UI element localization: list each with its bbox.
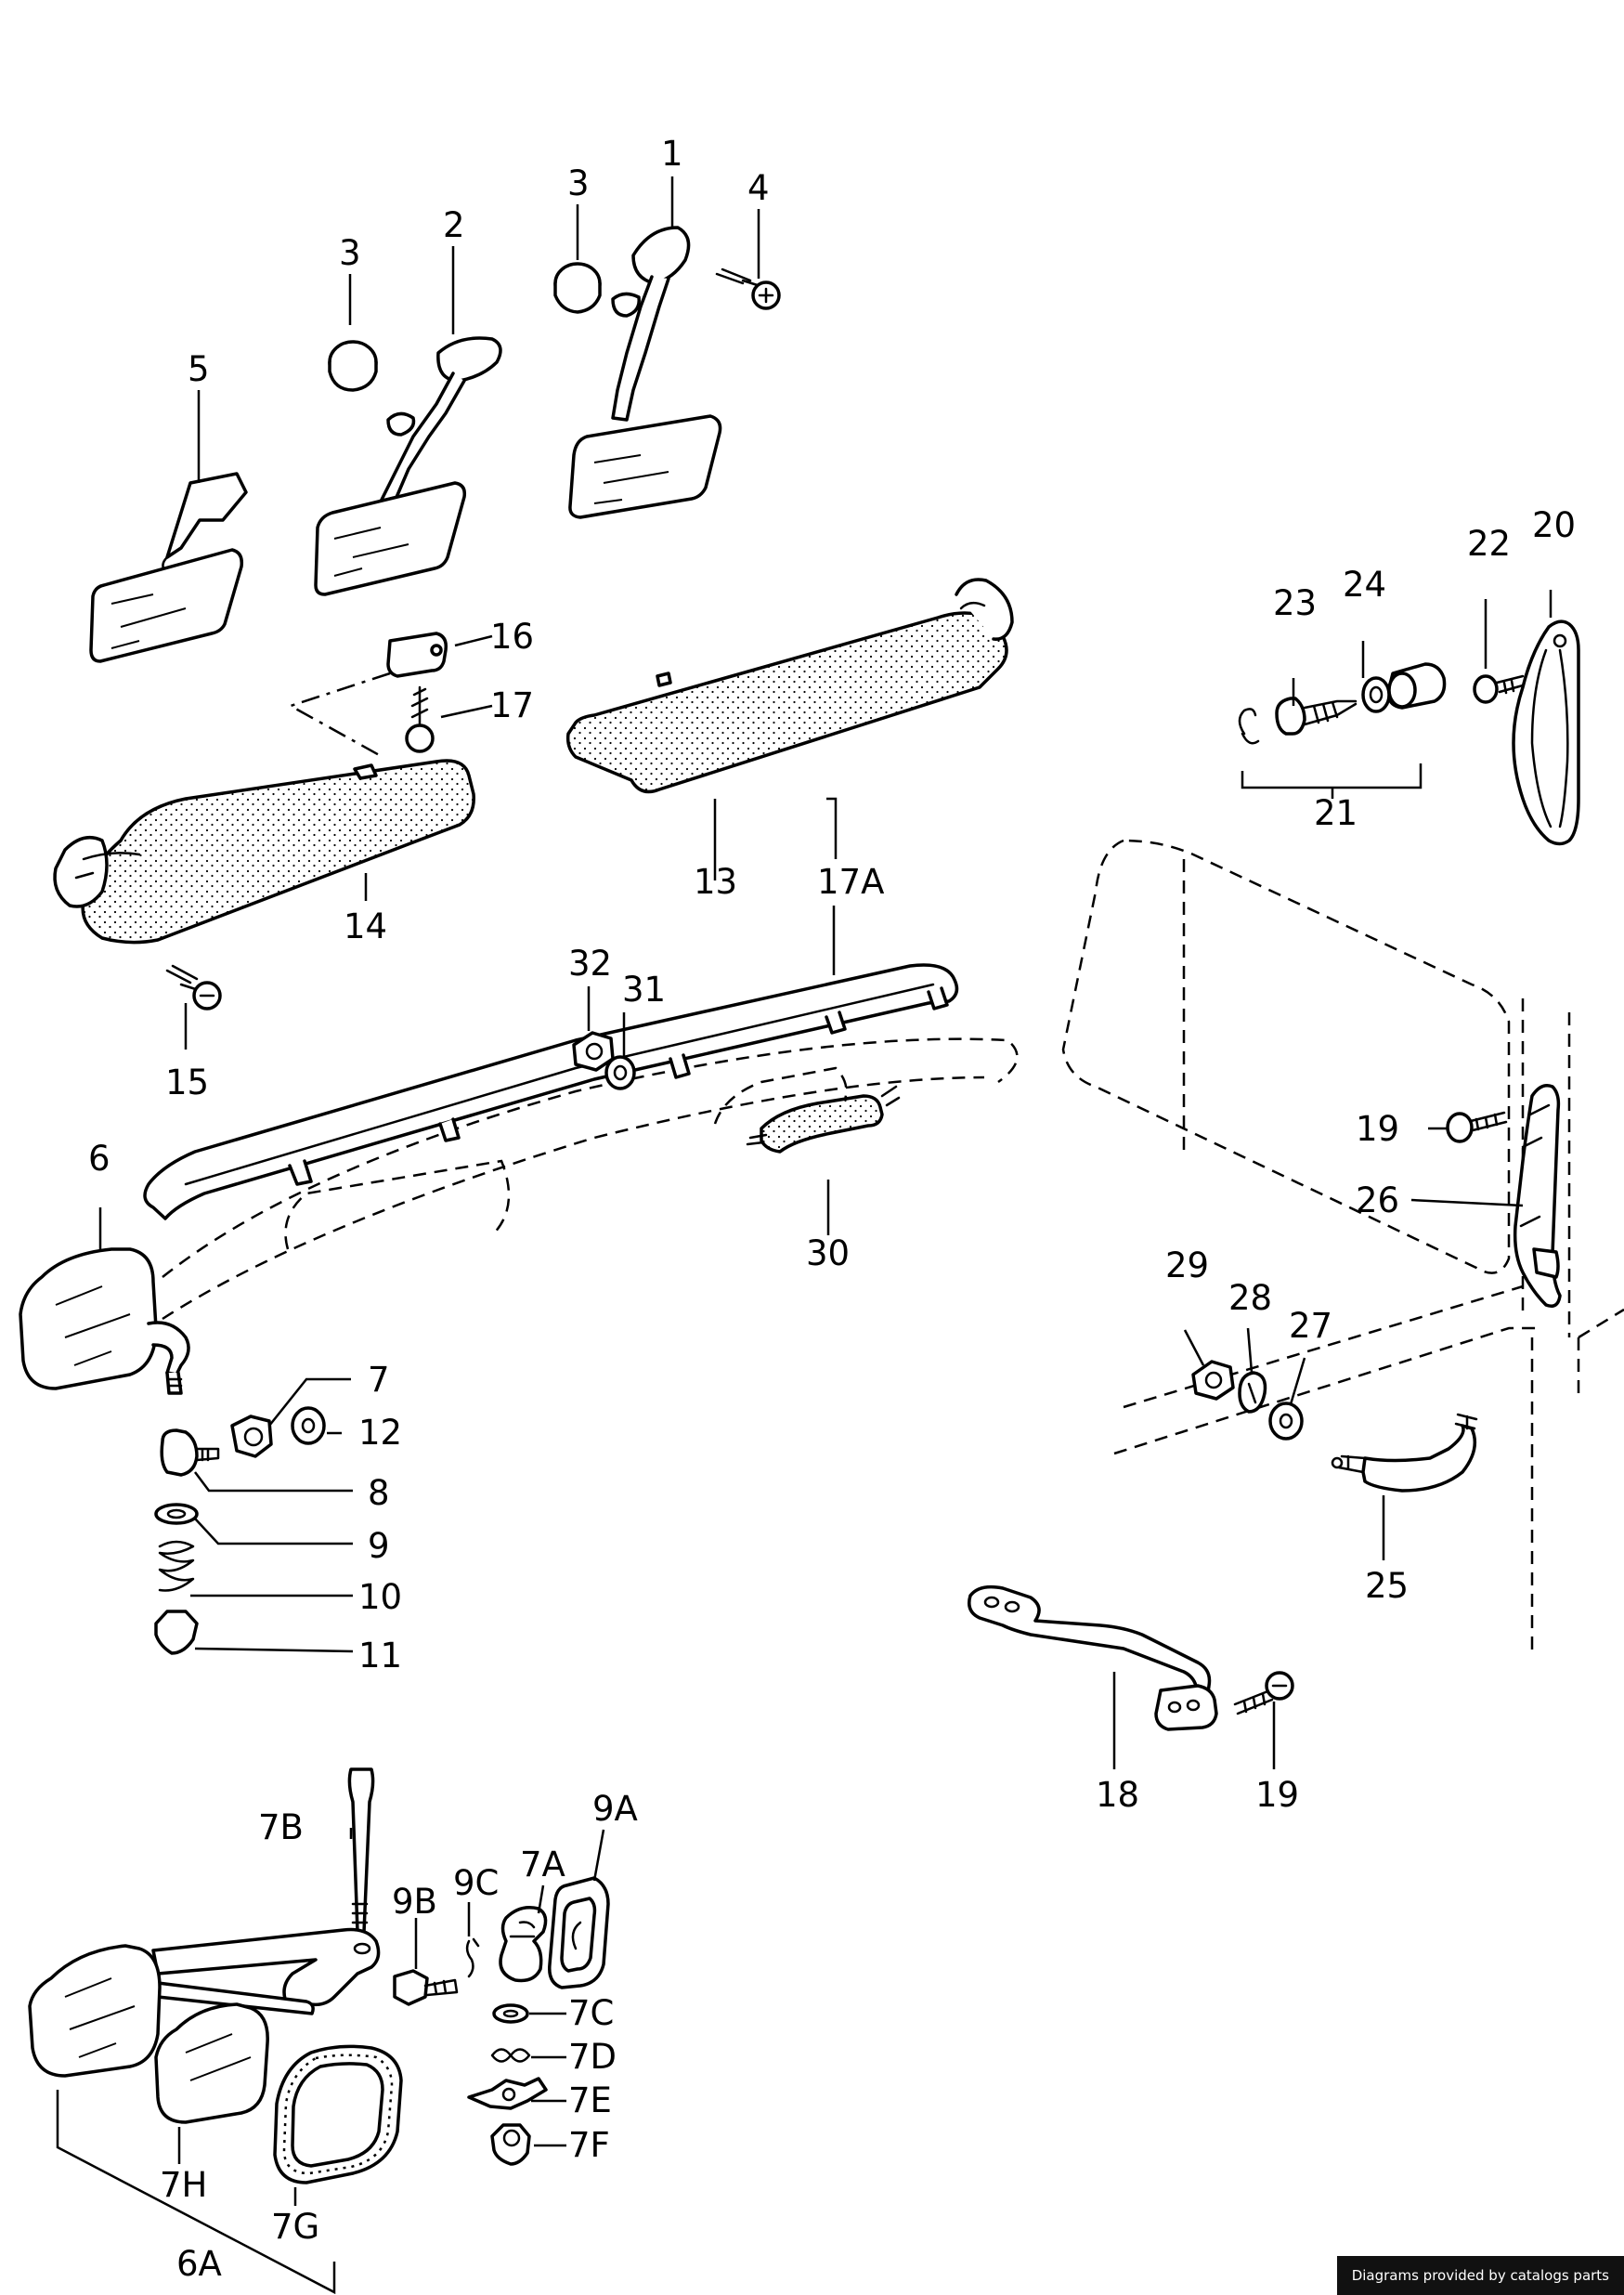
callout-7E: 7E (568, 2080, 612, 2120)
mounting-bolt-8 (160, 1428, 220, 1477)
rear-view-mirror-1 (568, 226, 722, 519)
callout-23: 23 (1273, 583, 1317, 623)
callout-13: 13 (694, 862, 737, 902)
spring-10 (158, 1540, 195, 1592)
callout-24: 24 (1343, 565, 1386, 605)
callout-19: 19 (1356, 1109, 1399, 1149)
callout-labels: 1 2 3 3 4 5 6 6A 7 7A 7B 7C 7D 7E 7F 7G … (88, 134, 1576, 2284)
screw-15 (165, 964, 222, 1011)
rubber-bushing-3 (328, 262, 602, 392)
rear-view-mirror-5 (89, 472, 248, 663)
assist-handle-18 (968, 1584, 1218, 1731)
callout-9B: 9B (392, 1882, 437, 1922)
bolt-9B (393, 1969, 459, 2006)
callout-7F: 7F (568, 2125, 610, 2165)
callout-32: 32 (568, 944, 612, 984)
clip-9C (465, 1937, 480, 1978)
screw-22 (1473, 674, 1525, 704)
exterior-mirror-6A (28, 1944, 162, 2078)
callout-3: 3 (567, 163, 590, 203)
callout-4: 4 (747, 168, 770, 208)
callout-30: 30 (806, 1233, 850, 1273)
callout-27: 27 (1289, 1306, 1332, 1346)
callout-7A: 7A (520, 1845, 565, 1884)
sun-visor-13 (565, 578, 1014, 794)
exterior-mirror-6 (19, 1247, 190, 1395)
grab-handle-30 (746, 1085, 901, 1154)
washer-7C (492, 2003, 529, 2024)
callout-11: 11 (358, 1636, 402, 1676)
gasket-9A (548, 1876, 610, 1989)
callout-10: 10 (358, 1577, 402, 1617)
callout-26: 26 (1356, 1180, 1399, 1220)
spacer-bushing-21 (1386, 662, 1447, 710)
callout-8: 8 (368, 1473, 390, 1513)
roof-rail-17A (143, 963, 959, 1220)
callout-31: 31 (622, 970, 666, 1010)
washer-24 (1361, 676, 1391, 713)
coat-hook-strap-20 (1512, 619, 1580, 846)
cap-nut-7F (490, 2123, 531, 2166)
screw-19-door (1446, 1111, 1508, 1143)
callout-29: 29 (1165, 1245, 1209, 1285)
callout-18: 18 (1096, 1775, 1139, 1815)
callout-7: 7 (368, 1360, 390, 1400)
callout-17A: 17A (817, 862, 884, 902)
screw-4 (715, 267, 781, 310)
mirror-mount-7 (230, 1415, 273, 1458)
callout-14: 14 (344, 906, 387, 946)
spring-washer-7D (490, 2048, 531, 2063)
callout-7G: 7G (271, 2207, 319, 2247)
nut-29 (1191, 1360, 1235, 1401)
callout-9: 9 (368, 1526, 390, 1566)
callout-19: 19 (1255, 1775, 1299, 1815)
callout-12: 12 (358, 1413, 402, 1453)
callout-16: 16 (490, 617, 534, 657)
callout-5: 5 (188, 349, 210, 389)
callout-7H: 7H (160, 2165, 207, 2205)
cap-nut-11 (154, 1610, 199, 1655)
callout-7D: 7D (568, 2037, 617, 2077)
callout-1: 1 (661, 134, 683, 174)
callout-9A: 9A (592, 1789, 638, 1829)
sun-visor-14 (53, 759, 475, 945)
rear-view-mirror-2 (314, 336, 502, 596)
callout-17: 17 (490, 685, 534, 725)
lock-plate-7E (467, 2077, 548, 2110)
visor-clip-16 (386, 632, 448, 678)
credit-label: Diagrams provided by catalogs parts (1336, 2256, 1624, 2295)
screw-19-handle (1233, 1671, 1294, 1715)
callout-7C: 7C (568, 1993, 614, 2033)
callout-9C: 9C (453, 1863, 499, 1903)
callout-3: 3 (339, 233, 361, 273)
callout-2: 2 (443, 205, 465, 245)
grab-handle-25 (1331, 1413, 1478, 1493)
leader-lines (56, 176, 1553, 2295)
callout-21: 21 (1314, 793, 1358, 833)
mirror-gasket-7G (273, 2044, 403, 2184)
washer-9 (154, 1503, 199, 1525)
callout-6A: 6A (176, 2244, 222, 2284)
screw-17 (405, 685, 435, 753)
mirror-glass-7H (154, 2002, 269, 2124)
lock-washer-28 (1238, 1371, 1267, 1414)
callout-22: 22 (1467, 524, 1511, 564)
callout-20: 20 (1532, 505, 1576, 545)
callout-7B: 7B (258, 1807, 304, 1847)
clip-21 (1238, 708, 1260, 745)
washer-31 (604, 1055, 636, 1090)
callout-15: 15 (165, 1063, 209, 1102)
mirror-arm-7B (151, 1767, 381, 2015)
mount-bracket-7A (499, 1906, 548, 1983)
callout-28: 28 (1228, 1278, 1272, 1318)
screw-23 (1275, 697, 1358, 736)
callout-25: 25 (1365, 1566, 1409, 1606)
body-outline-dashed (162, 839, 1624, 1658)
door-pull-handle-26 (1513, 1084, 1562, 1308)
washer-27 (1268, 1402, 1304, 1441)
callout-6: 6 (88, 1139, 110, 1179)
washer-12 (291, 1406, 326, 1445)
